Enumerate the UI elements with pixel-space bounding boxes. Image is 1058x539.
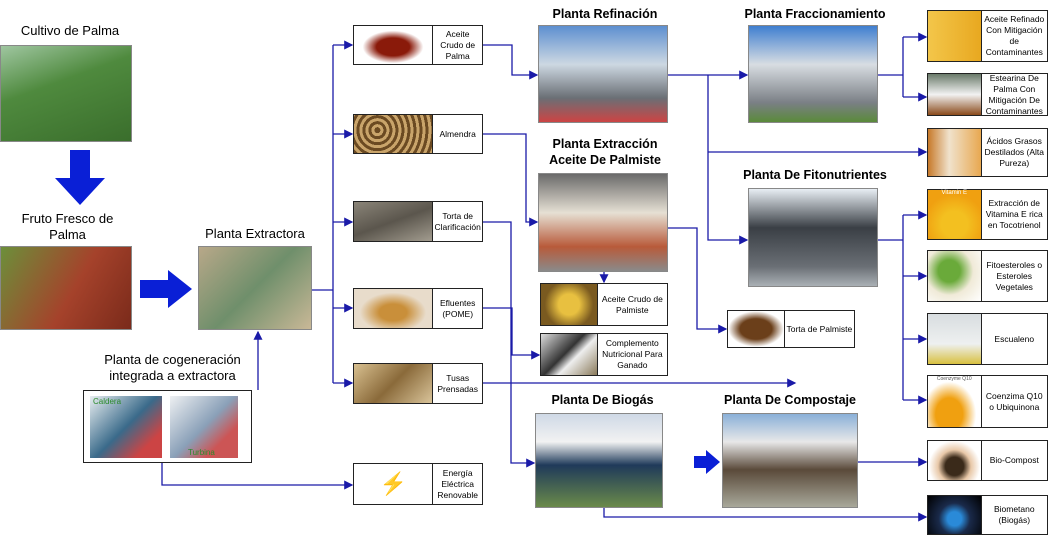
- compostaje-image: [722, 413, 858, 508]
- product-label: Efluentes (POME): [439, 297, 476, 319]
- product-energia: ⚡Energía Eléctrica Renovable: [353, 463, 483, 505]
- final-product-estearina: Estearina De Palma Con Mitigación De Con…: [927, 73, 1048, 116]
- palmiste-image: [538, 173, 668, 272]
- final-product-bio-compost: Bio-Compost: [927, 440, 1048, 481]
- biogas-image: [535, 413, 663, 508]
- connector: [707, 75, 749, 245]
- product-label: Aceite Refinado Con Mitigación de Contam…: [984, 14, 1045, 57]
- extractora-image: [198, 246, 312, 330]
- product-label: Extracción de Vitamina E rica en Tocotri…: [985, 198, 1043, 230]
- product-label: Complemento Nutricional Para Ganado: [602, 338, 663, 370]
- caldera-label: Caldera: [93, 397, 122, 406]
- stage-fitonutrientes-label: Planta De Fitonutrientes: [743, 168, 887, 182]
- product-tusas: Tusas Prensadas: [353, 363, 483, 404]
- down-arrow-icon: [55, 150, 105, 205]
- stage-fruto-label: Fruto Fresco de Palma: [21, 211, 114, 242]
- stage-extractora-label: Planta Extractora: [205, 226, 305, 241]
- cultivo-image: [0, 45, 132, 142]
- refinacion-image: [538, 25, 668, 123]
- final-product-aceite-refinado: Aceite Refinado Con Mitigación de Contam…: [927, 10, 1048, 62]
- product-label: Ácidos Grasos Destilados (Alta Pureza): [984, 136, 1045, 168]
- right-arrow-icon: [140, 270, 192, 308]
- product-label: Torta de Palmiste: [786, 323, 853, 334]
- product-label: Tusas Prensadas: [437, 372, 478, 394]
- connector: [483, 44, 539, 80]
- product-label: Escualeno: [994, 333, 1035, 344]
- connector: [603, 508, 928, 522]
- final-product-biometano: Biometano (Biogás): [927, 495, 1048, 535]
- product-label: Torta de Clarificación: [434, 210, 481, 232]
- cogeneracion-box: Caldera Turbina: [83, 390, 252, 463]
- final-product-fitoesteroles: Fitoesteroles o Esteroles Vegetales: [927, 250, 1048, 302]
- right-arrow-icon: [694, 450, 720, 474]
- plug-leaf-icon: ⚡: [354, 464, 434, 504]
- product-complemento: Complemento Nutricional Para Ganado: [540, 333, 668, 376]
- connector: [161, 463, 354, 490]
- stage-fraccionamiento-label: Planta Fraccionamiento: [744, 7, 886, 21]
- fraccionamiento-image: [748, 25, 878, 123]
- final-product-acidos-grasos: Ácidos Grasos Destilados (Alta Pureza): [927, 128, 1048, 177]
- caldera-image: Caldera: [90, 396, 162, 458]
- product-label: Aceite Crudo de Palma: [440, 28, 476, 61]
- product-label: Estearina De Palma Con Mitigación De Con…: [985, 72, 1043, 116]
- product-efluentes: Efluentes (POME): [353, 288, 483, 329]
- product-almendra: Almendra: [353, 114, 483, 154]
- stage-cogeneracion-label: Planta de cogeneración integrada a extra…: [104, 352, 241, 383]
- stage-cultivo-label: Cultivo de Palma: [20, 23, 120, 38]
- fruto-image: [0, 246, 132, 330]
- stage-compostaje-label: Planta De Compostaje: [724, 393, 856, 407]
- stage-biogas-label: Planta De Biogás: [551, 393, 654, 407]
- product-torta-clarificacion: Torta de Clarificación: [353, 201, 483, 242]
- connector: [483, 133, 539, 227]
- product-label: Coenzima Q10 o Ubiquinona: [985, 390, 1043, 412]
- fitonutrientes-image: [748, 188, 878, 287]
- product-torta-palmiste: Torta de Palmiste: [727, 310, 855, 348]
- product-label: Bio-Compost: [989, 455, 1039, 465]
- stage-palmiste-label: Planta Extracción Aceite De Palmiste: [549, 137, 661, 167]
- turbina-label: Turbina: [188, 448, 215, 457]
- product-label: Aceite Crudo de Palmiste: [601, 293, 663, 315]
- vitamin-caption: Vitamin E: [928, 190, 982, 239]
- product-label: Almendra: [439, 128, 476, 139]
- product-label: Fitoesteroles o Esteroles Vegetales: [986, 259, 1043, 292]
- turbina-image: Turbina: [170, 396, 238, 458]
- connector: [483, 307, 541, 360]
- final-product-escualeno: Escualeno: [927, 313, 1048, 365]
- product-label: Biometano (Biogás): [993, 504, 1035, 525]
- connector: [668, 227, 728, 334]
- product-aceite-palmiste: Aceite Crudo de Palmiste: [540, 283, 668, 326]
- product-label: Energía Eléctrica Renovable: [437, 467, 478, 500]
- coq10-caption: Coenzyme Q10: [928, 376, 982, 427]
- stage-refinacion-label: Planta Refinación: [552, 7, 658, 21]
- product-aceite-crudo: Aceite Crudo de Palma: [353, 25, 483, 65]
- connector: [483, 221, 536, 468]
